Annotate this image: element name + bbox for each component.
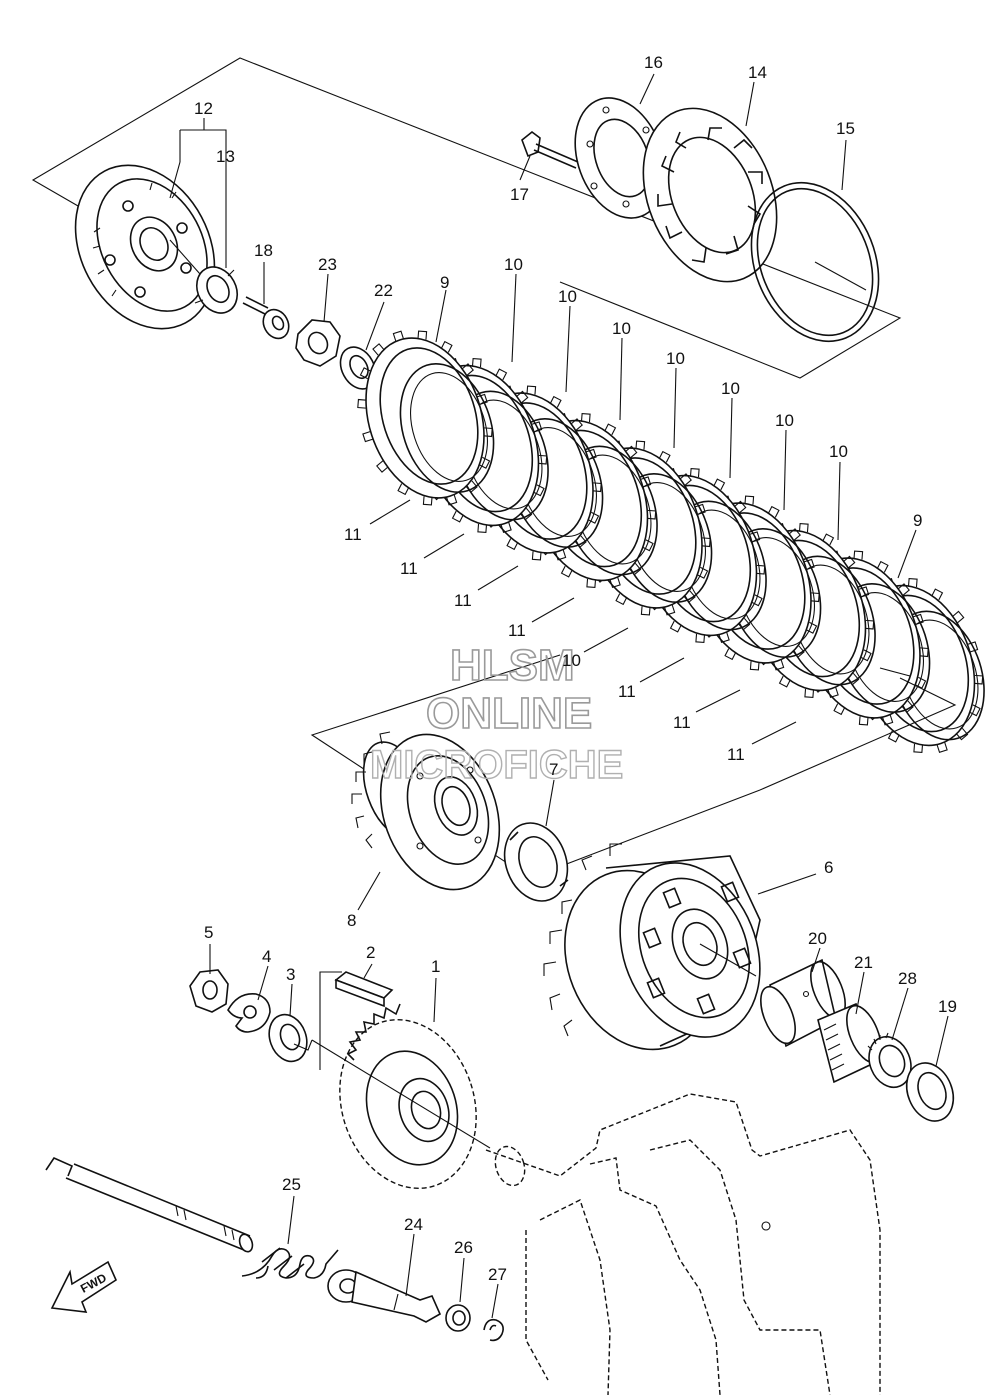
callout-10-e: 10: [721, 379, 740, 398]
callout-23: 23: [318, 255, 337, 274]
callout-10-g: 10: [829, 442, 848, 461]
callout-11-e: 11: [618, 682, 636, 701]
callout-6: 6: [824, 858, 833, 877]
part-14-cushion-plate: [642, 107, 778, 283]
callout-25: 25: [282, 1175, 301, 1194]
fwd-arrow-icon: FWD: [50, 1260, 118, 1313]
part-15-wire-ring: [750, 181, 880, 343]
callout-9-bottom: 9: [913, 511, 922, 530]
part-23-nut: [295, 319, 341, 367]
callout-labels: 1 2 3 4 5 6 7 8 9 9 10 10 10 10 10 10 10…: [194, 53, 957, 1284]
watermark-line-1: HLSM: [450, 641, 575, 690]
part-26-washer: [445, 1304, 471, 1332]
push-lever-shaft: [45, 1156, 254, 1253]
callout-15: 15: [836, 119, 855, 138]
part-1-primary-drive-gear: [311, 1003, 491, 1189]
callout-19: 19: [938, 997, 957, 1016]
callout-10-d: 10: [666, 349, 685, 368]
clutch-plate-stack: [357, 330, 985, 754]
callout-11-a: 11: [344, 525, 362, 544]
callout-21: 21: [854, 953, 873, 972]
watermark: HLSM ONLINE MICROFICHE: [369, 640, 624, 788]
part-7-thrust-washer: [503, 822, 569, 902]
leader-lines: [169, 73, 949, 1319]
callout-11-f: 11: [673, 713, 691, 732]
callout-11-d: 11: [508, 621, 526, 640]
friction-plate-inner-1: [379, 347, 479, 485]
part-28-spacer: [867, 1032, 912, 1089]
callout-17: 17: [510, 185, 529, 204]
part-5-nut: [189, 969, 229, 1013]
part-3-collar: [268, 1013, 313, 1063]
part-17-bolt: [521, 130, 579, 169]
clutch-plate-inner-1: [410, 372, 488, 482]
callout-5: 5: [204, 923, 213, 942]
callout-13: 13: [216, 147, 235, 166]
callout-18: 18: [254, 241, 273, 260]
callout-10-h: 10: [562, 651, 581, 670]
callout-8: 8: [347, 911, 356, 930]
watermark-line-2: ONLINE: [426, 689, 592, 738]
callout-27: 27: [488, 1265, 507, 1284]
callout-7: 7: [549, 760, 558, 779]
part-19-thrust-washer: [905, 1062, 955, 1122]
friction-plate-tabs-1: [357, 330, 493, 506]
callout-12: 12: [194, 99, 213, 118]
callout-20: 20: [808, 929, 827, 948]
upper-group-outline: [31, 57, 902, 379]
part-24-push-lever: [327, 1269, 442, 1323]
callout-11-g: 11: [727, 745, 745, 764]
callout-14: 14: [748, 63, 767, 82]
part-13-bearing: [194, 266, 239, 314]
callout-24: 24: [404, 1215, 423, 1234]
callout-3: 3: [286, 965, 295, 984]
callout-10-c: 10: [612, 319, 631, 338]
part-2-key: [319, 971, 394, 1070]
callout-2: 2: [366, 943, 375, 962]
clutch-plate-1: [399, 362, 495, 494]
callout-28: 28: [898, 969, 917, 988]
callout-11-c: 11: [454, 591, 472, 610]
callout-10-b: 10: [558, 287, 577, 306]
callout-1: 1: [431, 957, 440, 976]
callout-16: 16: [644, 53, 663, 72]
callout-22: 22: [374, 281, 393, 300]
part-25-spring: [241, 1247, 339, 1279]
callout-10-a: 10: [504, 255, 523, 274]
callout-4: 4: [262, 947, 271, 966]
callout-11-b: 11: [400, 559, 418, 578]
part-12-pressure-plate: [74, 164, 216, 330]
watermark-line-3: MICROFICHE: [370, 743, 623, 787]
callout-10-f: 10: [775, 411, 794, 430]
callout-26: 26: [454, 1238, 473, 1257]
part-18-push-rod: [242, 296, 290, 340]
part-4-lock-washer: [227, 993, 271, 1033]
callout-9-top: 9: [440, 273, 449, 292]
friction-plate-1: [365, 337, 485, 499]
part-6-clutch-housing: [543, 843, 761, 1051]
part-8-clutch-boss: [351, 731, 501, 891]
crankcase-outline: [485, 1093, 881, 1395]
part-27-circlip: [483, 1318, 504, 1342]
